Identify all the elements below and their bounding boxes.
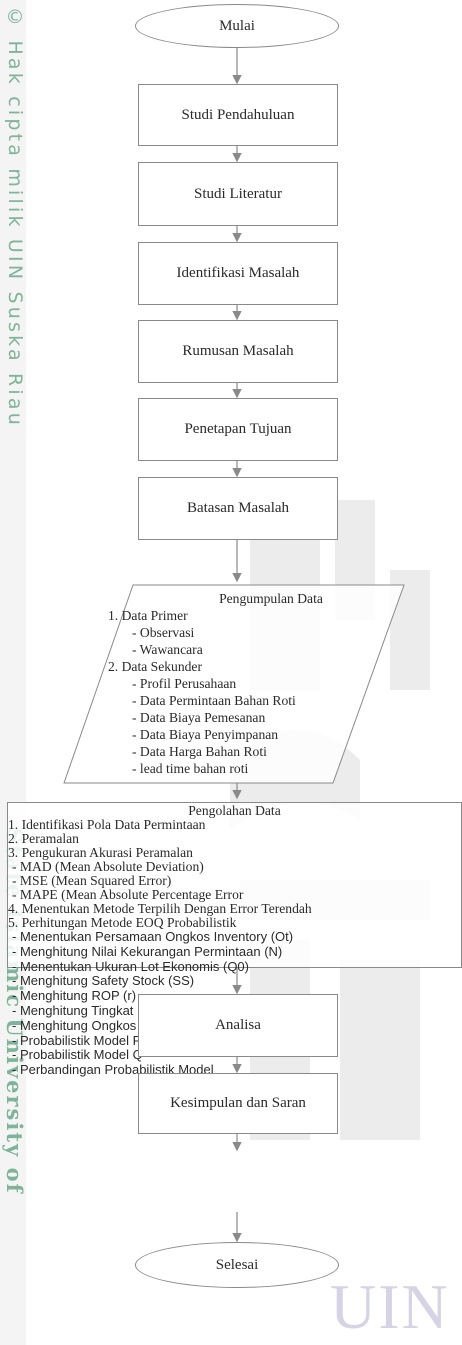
step-studi-pendahuluan: Studi Pendahuluan <box>138 84 338 146</box>
step-studi-literatur: Studi Literatur <box>138 162 338 226</box>
secondary-item: - Data Biaya Pemesanan <box>132 710 266 725</box>
step-kesimpulan-saran: Kesimpulan dan Saran <box>138 1073 338 1134</box>
end-terminal: Selesai <box>135 1242 339 1288</box>
accuracy-measure: - MSE (Mean Squared Error) <box>12 873 172 888</box>
processing-item: 3. Pengukuran Akurasi Peramalan <box>8 845 193 860</box>
data-collection-text: Pengumpulan Data 1. Data Primer - Observ… <box>96 590 406 777</box>
processing-item: 2. Peramalan <box>8 831 79 846</box>
primary-data-label: 1. Data Primer <box>108 608 188 623</box>
step-analisa: Analisa <box>138 994 338 1057</box>
data-collection-title: Pengumpulan Data <box>219 591 323 606</box>
processing-item: 5. Perhitungan Metode EOQ Probabilistik <box>8 915 237 930</box>
primary-item: - Observasi <box>132 625 195 640</box>
step-batasan-masalah: Batasan Masalah <box>138 477 338 540</box>
eoq-step: - Menghitung Safety Stock (SS) <box>12 973 195 989</box>
eoq-step: - Probabilistik Model Q <box>12 1047 143 1063</box>
step-identifikasi-masalah: Identifikasi Masalah <box>138 242 338 305</box>
step-penetapan-tujuan: Penetapan Tujuan <box>138 398 338 461</box>
secondary-data-label: 2. Data Sekunder <box>108 659 202 674</box>
accuracy-measure: - MAPE (Mean Absolute Percentage Error <box>12 887 244 902</box>
data-processing-title: Pengolahan Data <box>188 803 281 818</box>
secondary-item: - Data Biaya Penyimpanan <box>132 727 279 742</box>
secondary-item: - Profil Perusahaan <box>132 676 237 691</box>
processing-item: 4. Menentukan Metode Terpilih Dengan Err… <box>8 901 312 916</box>
watermark-copyright: © Hak cipta milik UIN Suska Riau <box>4 6 26 428</box>
secondary-item: - Data Harga Bahan Roti <box>132 744 267 759</box>
eoq-step: - Menghitung Nilai Kekurangan Permintaan… <box>12 943 283 959</box>
eoq-step: - Probabilistik Model P <box>12 1032 142 1048</box>
watermark-sidebar <box>0 0 26 1345</box>
data-collection-parallelogram <box>63 584 405 784</box>
processing-item: 1. Identifikasi Pola Data Permintaan <box>8 817 206 832</box>
accuracy-measure: - MAD (Mean Absolute Deviation) <box>12 859 204 874</box>
watermark-uin-text: UIN <box>330 1271 450 1342</box>
secondary-item: - Data Permintaan Bahan Roti <box>132 693 296 708</box>
eoq-step: - Menentukan Persamaan Ongkos Inventory … <box>12 929 294 944</box>
eoq-step: - Menghitung ROP (r) <box>12 988 137 1004</box>
primary-item: - Wawancara <box>132 642 203 657</box>
secondary-item: - lead time bahan roti <box>132 761 249 776</box>
data-processing-box: Pengolahan Data 1. Identifikasi Pola Dat… <box>7 802 462 1077</box>
start-terminal: Mulai <box>135 4 339 48</box>
eoq-step: - Menentukan Ukuran Lot Ekonomis (Q0) <box>12 958 249 974</box>
step-rumusan-masalah: Rumusan Masalah <box>138 320 338 383</box>
